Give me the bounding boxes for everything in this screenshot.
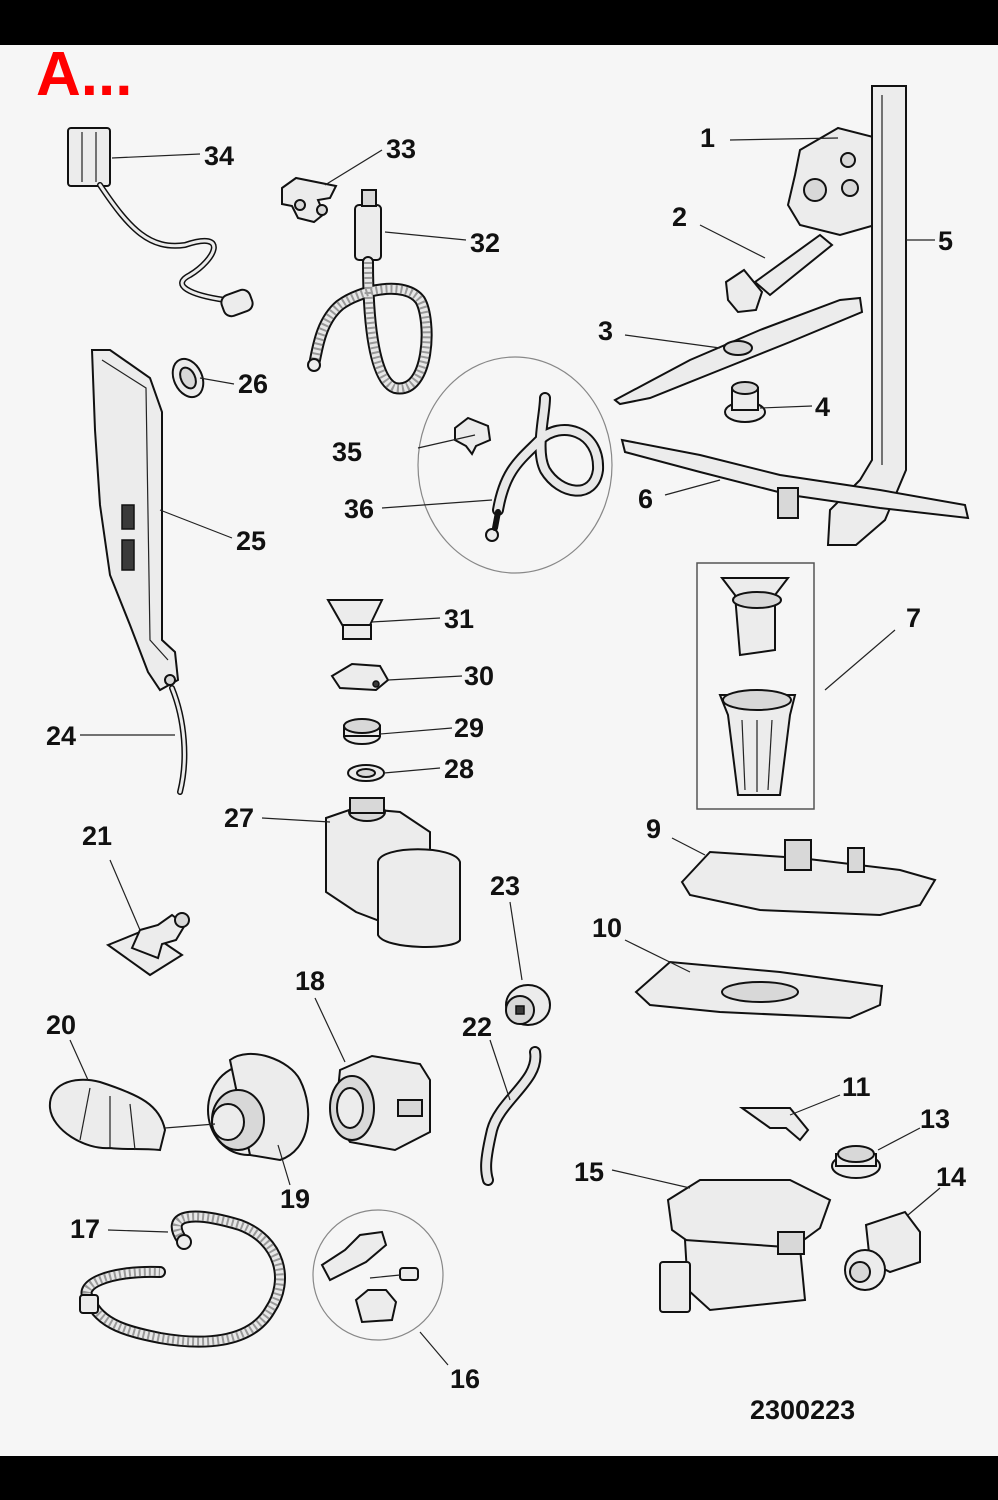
part-25-side-panel (90, 349, 180, 692)
label-14: 14 (936, 1162, 966, 1192)
part-19-pump-housing (207, 1052, 310, 1162)
part-26-cap (171, 357, 205, 399)
part-35-36-detail-circle (417, 356, 613, 574)
part-21-elbow (105, 912, 190, 977)
label-6: 6 (638, 484, 653, 514)
leader-lines (69, 137, 941, 1366)
part-2-arm-support (724, 233, 834, 314)
label-17: 17 (70, 1214, 100, 1244)
part-3-upper-spray-arm (613, 296, 864, 406)
part-15-sump (659, 1179, 832, 1313)
top-black-bar (0, 0, 998, 45)
part-32-inlet-hose (307, 189, 433, 395)
label-7: 7 (906, 603, 921, 633)
label-19: 19 (280, 1184, 310, 1214)
part-24-drain-tube (169, 685, 188, 795)
part-9-filter-plate (680, 839, 937, 917)
part-16-detail-circle (312, 1209, 444, 1341)
label-34: 34 (204, 141, 234, 171)
part-7-filter-assembly (696, 562, 815, 810)
label-4: 4 (815, 392, 830, 422)
part-number-labels: 34 33 32 26 35 36 25 31 30 29 24 28 27 2… (46, 123, 966, 1394)
parts-drawing: 34 33 32 26 35 36 25 31 30 29 24 28 27 2… (46, 85, 970, 1394)
label-33: 33 (386, 134, 416, 164)
part-1-distributor (786, 126, 894, 237)
part-4-spray-arm-nut (724, 381, 766, 423)
part-10-micro-filter (634, 960, 884, 1020)
label-36: 36 (344, 494, 374, 524)
label-10: 10 (592, 913, 622, 943)
part-34-power-cord (67, 127, 254, 318)
label-15: 15 (574, 1157, 604, 1187)
label-25: 25 (236, 526, 266, 556)
label-11: 11 (842, 1072, 871, 1102)
label-1: 1 (700, 123, 715, 153)
label-23: 23 (490, 871, 520, 901)
label-29: 29 (454, 713, 484, 743)
part-30-lid (330, 662, 390, 692)
label-30: 30 (464, 661, 494, 691)
part-29-cap-nut (343, 718, 381, 745)
part-11-clip (738, 1107, 810, 1142)
page-heading: A... (36, 40, 133, 109)
label-22: 22 (462, 1012, 492, 1042)
label-24: 24 (46, 721, 76, 751)
part-31-funnel (326, 599, 384, 640)
label-16: 16 (450, 1364, 480, 1394)
part-33-connector (281, 176, 338, 224)
label-26: 26 (238, 369, 268, 399)
part-28-gasket (347, 764, 385, 782)
drawing-number: 2300223 (750, 1395, 856, 1425)
part-18-circulation-motor (329, 1054, 431, 1152)
label-27: 27 (224, 803, 254, 833)
label-20: 20 (46, 1010, 76, 1040)
bottom-black-bar (0, 1456, 998, 1500)
part-13-valve (831, 1145, 881, 1179)
part-20-elbow-hose (48, 1078, 167, 1152)
part-22-hose (480, 1046, 542, 1186)
part-17-drain-hose (79, 1210, 286, 1348)
label-18: 18 (295, 966, 325, 996)
label-2: 2 (672, 202, 687, 232)
label-32: 32 (470, 228, 500, 258)
part-14-drain-pump (844, 1210, 921, 1291)
label-9: 9 (646, 814, 661, 844)
label-13: 13 (920, 1104, 950, 1134)
exploded-parts-diagram: 34 33 32 26 35 36 25 31 30 29 24 28 27 2… (0, 40, 998, 1456)
part-23-plug (505, 984, 551, 1026)
part-27-salt-container (325, 797, 461, 948)
label-35: 35 (332, 437, 362, 467)
label-5: 5 (938, 226, 953, 256)
label-3: 3 (598, 316, 613, 346)
label-31: 31 (444, 604, 474, 634)
label-28: 28 (444, 754, 474, 784)
part-6-lower-spray-arm (620, 438, 970, 520)
label-21: 21 (82, 821, 112, 851)
part-5-spray-pipe (826, 85, 907, 546)
